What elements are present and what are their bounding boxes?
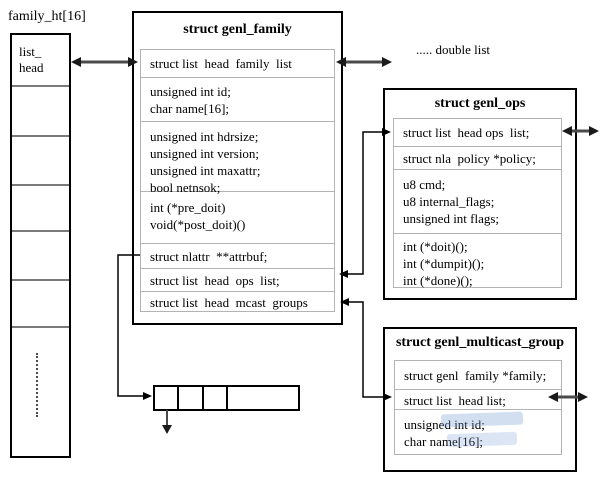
hash-table-label: family_ht[16] <box>8 9 86 24</box>
row-ops-cmd-flags: u8 cmd; u8 internal_flags; unsigned int … <box>394 169 561 233</box>
array-cell <box>155 387 179 409</box>
arrow-family-to-double-list <box>336 57 392 67</box>
array-cell <box>204 387 228 409</box>
array-cell <box>228 387 298 409</box>
hash-cell-ellipsis <box>12 326 69 456</box>
genl-ops-fields: struct list head ops list; struct nla po… <box>393 118 562 288</box>
row-mcg-family: struct genl family *family; <box>404 368 547 383</box>
row-ops-policy: struct nla policy *policy; <box>394 146 561 169</box>
arrow-hash-to-family <box>71 57 138 67</box>
genl-ops-title: struct genl_ops <box>434 96 526 111</box>
genl-family-title: struct genl_family <box>183 22 292 37</box>
genl-family-fields: struct list head family list unsigned in… <box>140 49 335 312</box>
row-pre-post-doit: int (*pre_doit) void(*post_doit)() <box>141 191 334 243</box>
arrow-array-down <box>162 410 172 434</box>
hash-cell <box>12 85 69 135</box>
hash-cell <box>12 135 69 184</box>
row-ops-callbacks: int (*doit)(); int (*dumpit)(); int (*do… <box>394 233 561 289</box>
row-mcast-groups: struct list head mcast groups <box>141 291 334 313</box>
row-hdrsize-version-maxattr: unsigned int hdrsize; unsigned int versi… <box>141 121 334 195</box>
hash-cell-list-head: list_ head <box>12 35 69 85</box>
row-mcg-id-name: unsigned int id; char name[16]; <box>395 409 561 456</box>
list-head-label-line2: head <box>19 60 44 75</box>
list-head-label-line1: list_ <box>19 44 42 59</box>
hash-cell <box>12 230 69 279</box>
hash-cell <box>12 184 69 230</box>
hash-table-column: list_ head <box>10 33 71 458</box>
row-ops-ops-list: struct list head ops list; <box>403 125 530 140</box>
array-cell <box>179 387 204 409</box>
row-family-list: struct list head family list <box>150 56 292 71</box>
vertical-ellipsis <box>36 353 38 417</box>
row-id-name: unsigned int id; char name[16]; <box>141 77 334 121</box>
row-attrbuf: struct nlattr **attrbuf; <box>141 243 334 268</box>
double-list-label: ..... double list <box>416 42 491 57</box>
row-mcg-list: struct list head list; <box>395 389 561 409</box>
row-ops-list: struct list head ops list; <box>141 268 334 291</box>
genl-multicast-group-title: struct genl_multicast_group <box>395 335 565 350</box>
genl-multicast-group-fields: struct genl family *family; struct list … <box>394 360 562 455</box>
hash-cell <box>12 279 69 326</box>
watermark <box>446 431 518 448</box>
attrbuf-array-box <box>153 385 300 411</box>
